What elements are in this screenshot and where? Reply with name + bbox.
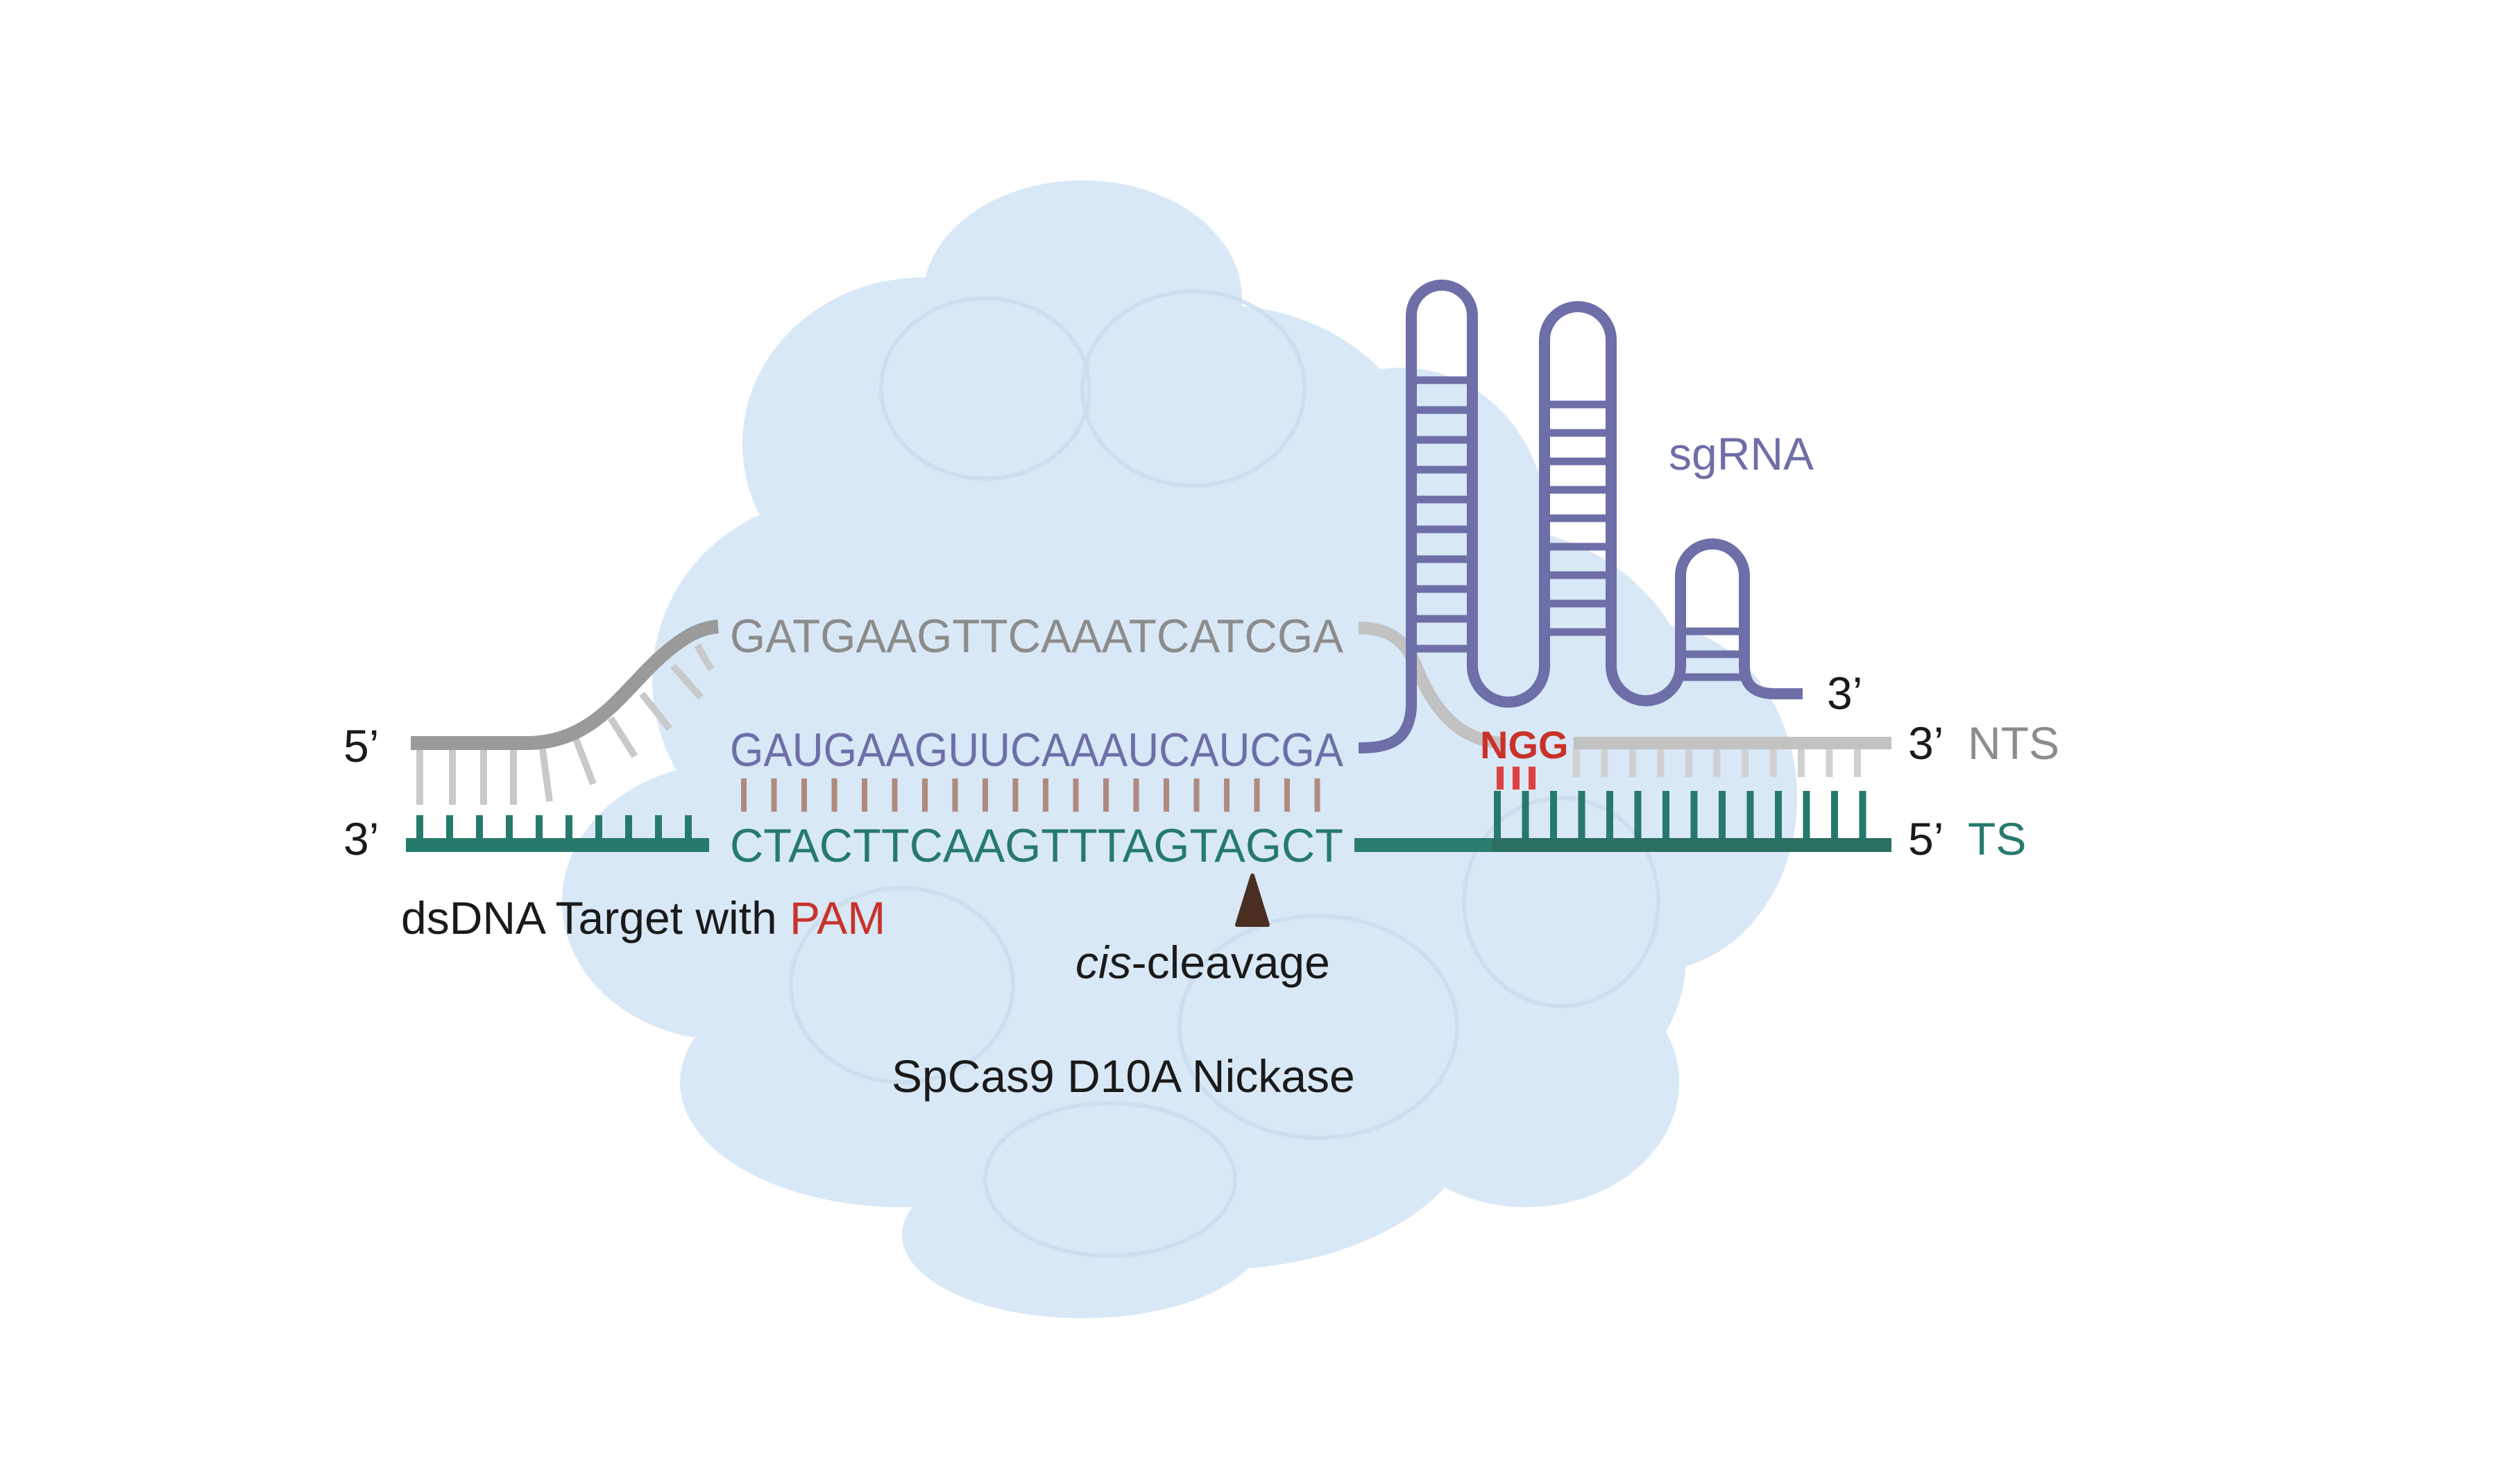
ts-sequence: CTACTTCAAGTTTAGTAGCT [730, 819, 1343, 872]
pam-sequence: NGG [1480, 723, 1569, 767]
cleavage-text: -cleavage [1132, 937, 1330, 988]
nts-right-segment [1573, 737, 1891, 777]
cas9-protein-blob [562, 180, 1797, 1318]
rna-dna-base-pairs [741, 778, 1320, 812]
ts-left-segment [406, 815, 709, 852]
guide-rna-sequence: GAUGAAGUUCAAAUCAUCGA [730, 724, 1344, 776]
left-5prime-label: 5’ [343, 720, 379, 771]
cis-italic: cis [1075, 937, 1132, 988]
nts-base [607, 716, 638, 758]
left-3prime-label: 3’ [343, 813, 379, 864]
cas9-protein-shading [789, 289, 1660, 1258]
protein-label: SpCas9 D10A Nickase [892, 1050, 1355, 1102]
nts-base [572, 737, 597, 785]
ts-right-segment [1354, 791, 1891, 852]
right-5prime-label: 5’ [1908, 813, 1943, 864]
nts-label: NTS [1968, 717, 2059, 769]
nts-left-segment [411, 620, 720, 805]
cis-cleavage-label: cis-cleavage [1075, 937, 1330, 988]
pam-label: PAM [790, 892, 885, 944]
sgrna-3prime-label: 3’ [1827, 667, 1862, 719]
nts-connector [1358, 622, 1506, 749]
nts-sequence: GATGAAGTTCAAATCATCGA [730, 610, 1344, 663]
nts-base [670, 663, 704, 700]
ts-label: TS [1968, 813, 2026, 864]
cleavage-site-marker [1235, 873, 1270, 927]
nts-base [694, 643, 715, 672]
sgrna-label: sgRNA [1669, 428, 1814, 479]
nts-base [539, 749, 553, 802]
dsdna-target-label: dsDNA Target with PAM [401, 892, 885, 944]
sgrna-structure [1358, 280, 1803, 753]
pam-base-pairs [1497, 767, 1536, 790]
nts-base [639, 691, 672, 731]
dsdna-label-text: dsDNA Target with [401, 892, 790, 944]
right-3prime-label: 3’ [1908, 717, 1943, 769]
